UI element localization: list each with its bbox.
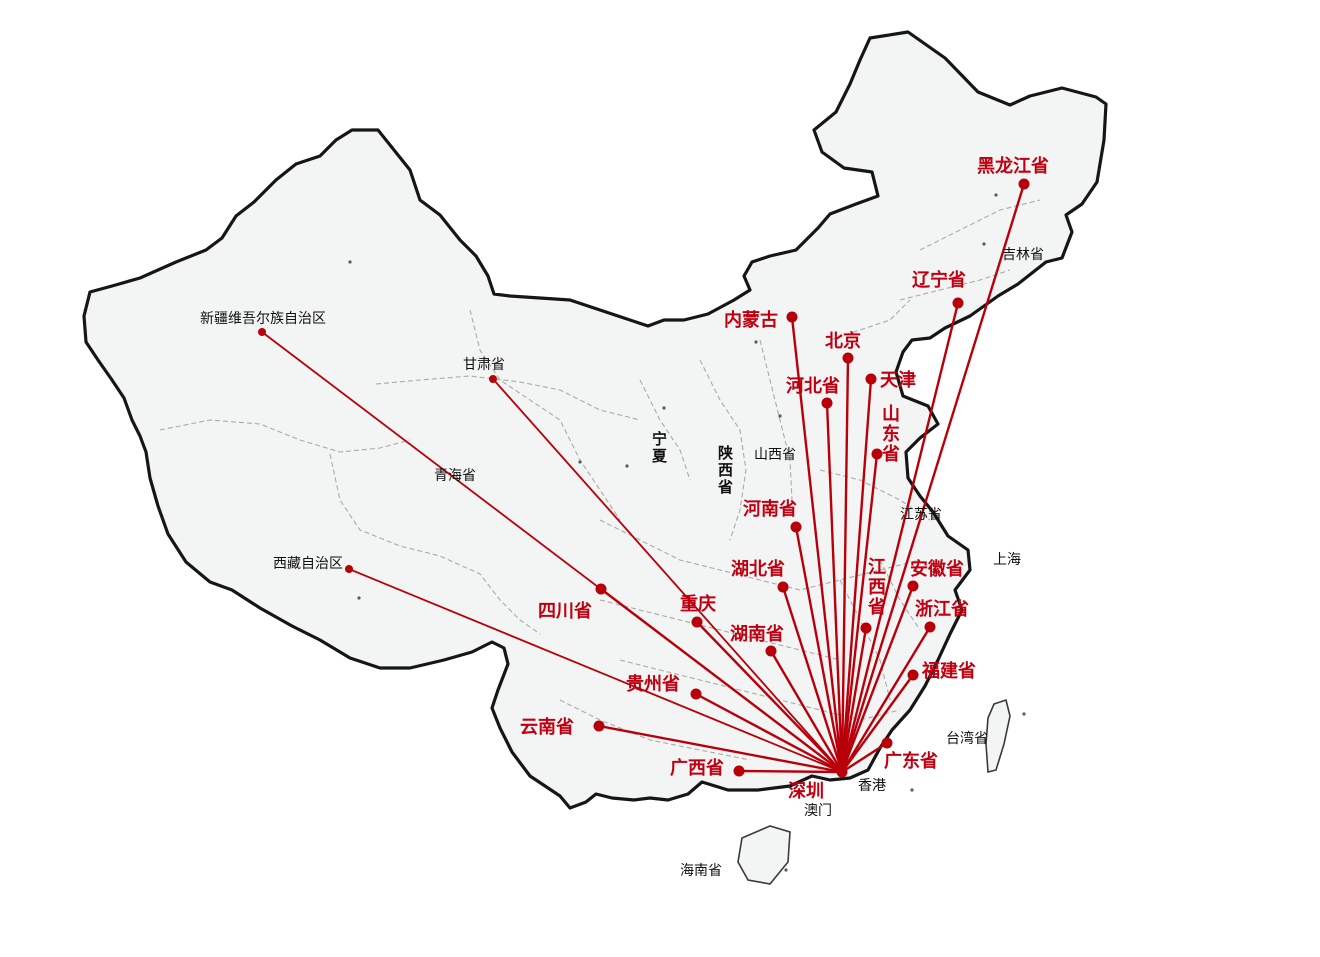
label-jilin: 吉林省 [1002,247,1044,263]
label-gansu: 甘肃省 [463,357,505,373]
destination-marker-guangdong [881,737,893,749]
label-chongqing: 重庆 [680,593,716,615]
destination-marker-anhui [907,580,919,592]
destination-marker-hunan [765,645,777,657]
route-line-liaoning [840,301,960,774]
route-line-beijing [840,356,850,774]
route-line-hebei [825,401,844,774]
destination-marker-hebei [821,397,833,409]
route-line-jiangxi [840,626,868,774]
destination-labels: 黑龙江省 辽宁省 内蒙古 北京 天津 河北省 山东省 河南省 湖北省 江西省 安… [520,155,1049,802]
hub-marker-shenzhen [836,766,848,778]
label-hunan: 湖南省 [730,623,784,645]
destination-marker-xizang [345,565,353,573]
destination-marker-heilongjiang [1018,178,1030,190]
china-mainland-outline [82,30,1108,810]
route-line-anhui [840,584,915,774]
label-guangdong: 广东省 [884,750,938,772]
label-guizhou: 贵州省 [626,673,680,695]
label-yunnan: 云南省 [520,716,574,738]
label-sichuan: 四川省 [538,600,592,622]
label-aomen: 澳门 [804,803,832,819]
label-guangxi: 广西省 [670,757,724,779]
province-borders [159,199,1041,761]
destination-markers [258,178,1030,777]
label-xinjiang: 新疆维吾尔族自治区 [200,311,326,327]
label-xizang: 西藏自治区 [273,556,343,572]
destination-marker-gansu [489,375,497,383]
route-line-zhejiang [840,625,932,774]
destination-marker-neimenggu [786,311,798,323]
route-lines [261,182,1026,774]
label-shaanxi: 陕西省 [717,444,733,496]
label-hainan: 海南省 [680,863,722,879]
label-liaoning: 辽宁省 [912,269,966,291]
route-line-guizhou [694,692,844,774]
label-shandong: 山东省 [881,404,900,465]
label-zhejiang: 浙江省 [915,598,969,620]
route-line-neimenggu [790,315,844,774]
label-ningxia: 宁夏 [651,430,668,465]
destination-marker-shandong [871,448,883,460]
label-anhui: 安徽省 [910,558,964,580]
minor-city-markers [348,193,1026,872]
destination-marker-beijing [842,352,854,364]
destination-marker-yunnan [593,720,605,732]
route-line-guangxi [737,769,844,774]
route-line-fujian [840,673,915,774]
label-hebei: 河北省 [786,375,840,397]
label-shenzhen: 深圳 [788,780,824,802]
hainan-island [737,825,791,885]
destination-marker-guangxi [733,765,745,777]
destination-marker-fujian [907,669,919,681]
destination-marker-liaoning [952,297,964,309]
region-labels: 新疆维吾尔族自治区 甘肃省 西藏自治区 吉林省 青海省 宁夏 陕西省 山西省 江… [200,247,1044,879]
route-line-chongqing [695,620,844,774]
route-line-xinjiang [261,331,843,773]
label-tianjin: 天津 [880,369,916,391]
destination-marker-henan [790,521,802,533]
route-line-hunan [769,649,844,774]
route-line-gansu [492,378,843,773]
destination-marker-xinjiang [258,328,266,336]
label-neimenggu: 内蒙古 [724,309,778,331]
label-fujian: 福建省 [921,660,976,682]
route-line-henan [794,525,844,774]
route-line-shandong [840,452,879,774]
destination-marker-hubei [777,581,789,593]
label-jiangxi: 江西省 [867,557,886,618]
label-qinghai: 青海省 [434,468,476,484]
label-henan: 河南省 [743,498,797,520]
route-line-guangdong [840,741,889,774]
route-line-heilongjiang [840,182,1026,774]
destination-marker-guizhou [690,688,702,700]
destination-marker-jiangxi [860,622,872,634]
route-line-tianjin [840,377,873,774]
label-taiwan: 台湾省 [946,730,988,747]
destination-marker-chongqing [691,616,703,628]
label-shanghai: 上海 [993,552,1021,568]
route-line-yunnan [597,724,844,774]
route-line-hubei [781,585,844,774]
label-hubei: 湖北省 [731,558,785,580]
label-heilongjiang: 黑龙江省 [977,155,1049,177]
label-shanxi: 山西省 [754,447,796,463]
destination-marker-zhejiang [924,621,936,633]
route-line-xizang [348,568,843,773]
label-beijing: 北京 [825,330,861,352]
label-jiangsu: 江苏省 [900,507,942,523]
destination-marker-tianjin [865,373,877,385]
taiwan-island [985,698,1011,774]
label-xianggang: 香港 [858,778,886,794]
destination-marker-sichuan [595,583,607,595]
